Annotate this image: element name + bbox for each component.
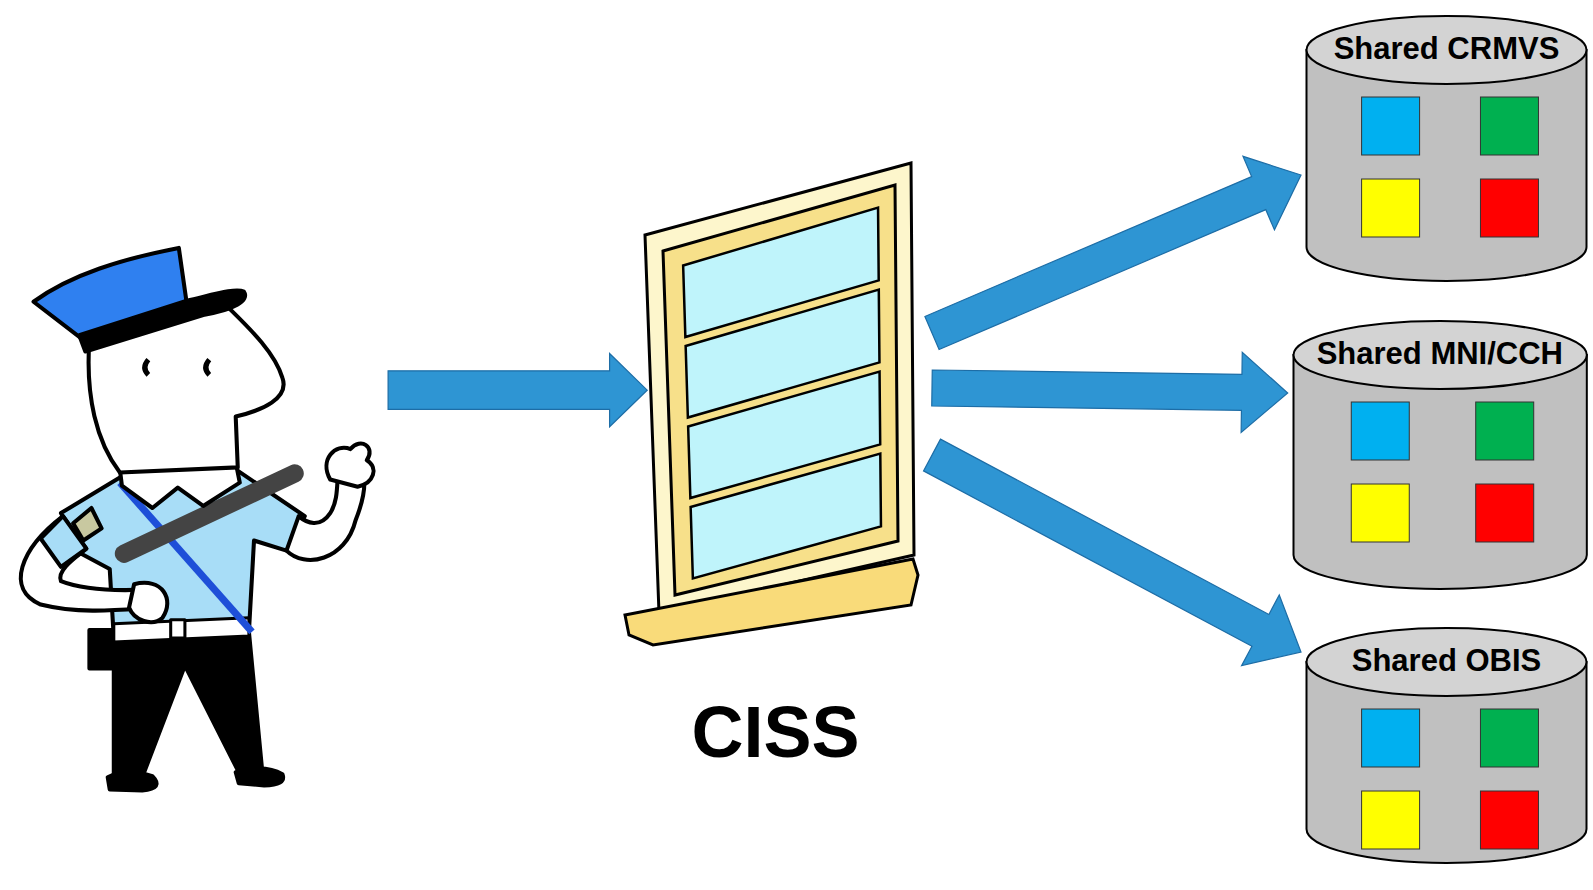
window-shape bbox=[623, 163, 928, 650]
database-cylinder: Shared MNI/CCH bbox=[1292, 320, 1588, 590]
database-cylinder: Shared OBIS bbox=[1305, 627, 1588, 864]
input-arrow bbox=[388, 354, 647, 427]
policeman-figure bbox=[21, 248, 374, 791]
window-node: CISS bbox=[623, 163, 928, 774]
database-label: Shared CRMVS bbox=[1334, 31, 1560, 67]
database-cylinder: Shared CRMVS bbox=[1305, 15, 1588, 282]
block-arrow bbox=[932, 352, 1288, 432]
database-label: Shared OBIS bbox=[1352, 643, 1542, 679]
block-arrow bbox=[924, 439, 1301, 666]
database-label: Shared MNI/CCH bbox=[1317, 336, 1563, 372]
block-arrow bbox=[925, 156, 1301, 349]
system-label: CISS bbox=[691, 691, 859, 774]
